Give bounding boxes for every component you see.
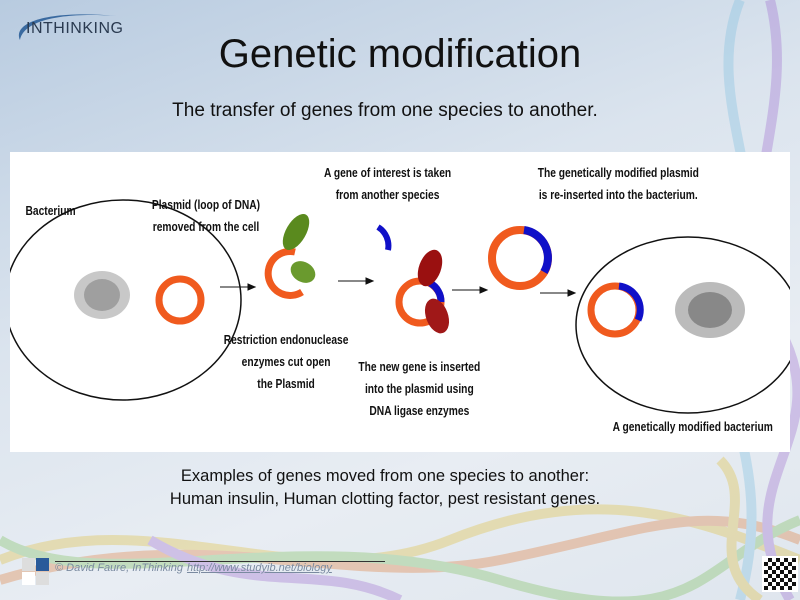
bacterium-dna-icon xyxy=(675,282,745,338)
genetic-modification-diagram: Bacterium Plasmid (loop of DNA)removed f… xyxy=(10,152,790,452)
restriction-enzyme-icon xyxy=(290,261,316,283)
arrow-icon xyxy=(338,277,375,285)
qr-code-icon[interactable] xyxy=(762,556,798,592)
examples-text: Examples of genes moved from one species… xyxy=(169,467,601,508)
cut-plasmid-icon xyxy=(264,247,304,299)
label-modified-bacterium: A genetically modified bacterium xyxy=(612,420,773,434)
subtitle: The transfer of genes from one species t… xyxy=(172,100,598,121)
restriction-enzyme-icon xyxy=(282,213,310,251)
arrow-icon xyxy=(540,289,577,297)
bacterium-cell xyxy=(10,199,242,401)
arrow-icon xyxy=(220,283,257,291)
plasmid-icon xyxy=(155,275,205,325)
bacterium-dna-icon xyxy=(74,271,130,319)
logo-text: INTHINKING xyxy=(26,20,124,37)
page-title: Genetic modification xyxy=(218,32,582,76)
footer-logo-squares xyxy=(22,558,50,586)
arrow-icon xyxy=(452,286,489,294)
footer-link[interactable]: http://www.studyib.net/biology xyxy=(186,562,332,574)
inthinking-logo: INTHINKING xyxy=(12,6,124,47)
gene-fragment-icon xyxy=(376,224,392,251)
label-bacterium: Bacterium xyxy=(25,204,76,218)
dna-ligase-icon xyxy=(424,298,450,334)
footer-rule xyxy=(55,561,385,562)
modified-bacterium-cell xyxy=(575,236,790,414)
label-plasmid: Plasmid (loop of DNA)removed from the ce… xyxy=(151,198,261,234)
dna-ligase-icon xyxy=(417,249,443,287)
